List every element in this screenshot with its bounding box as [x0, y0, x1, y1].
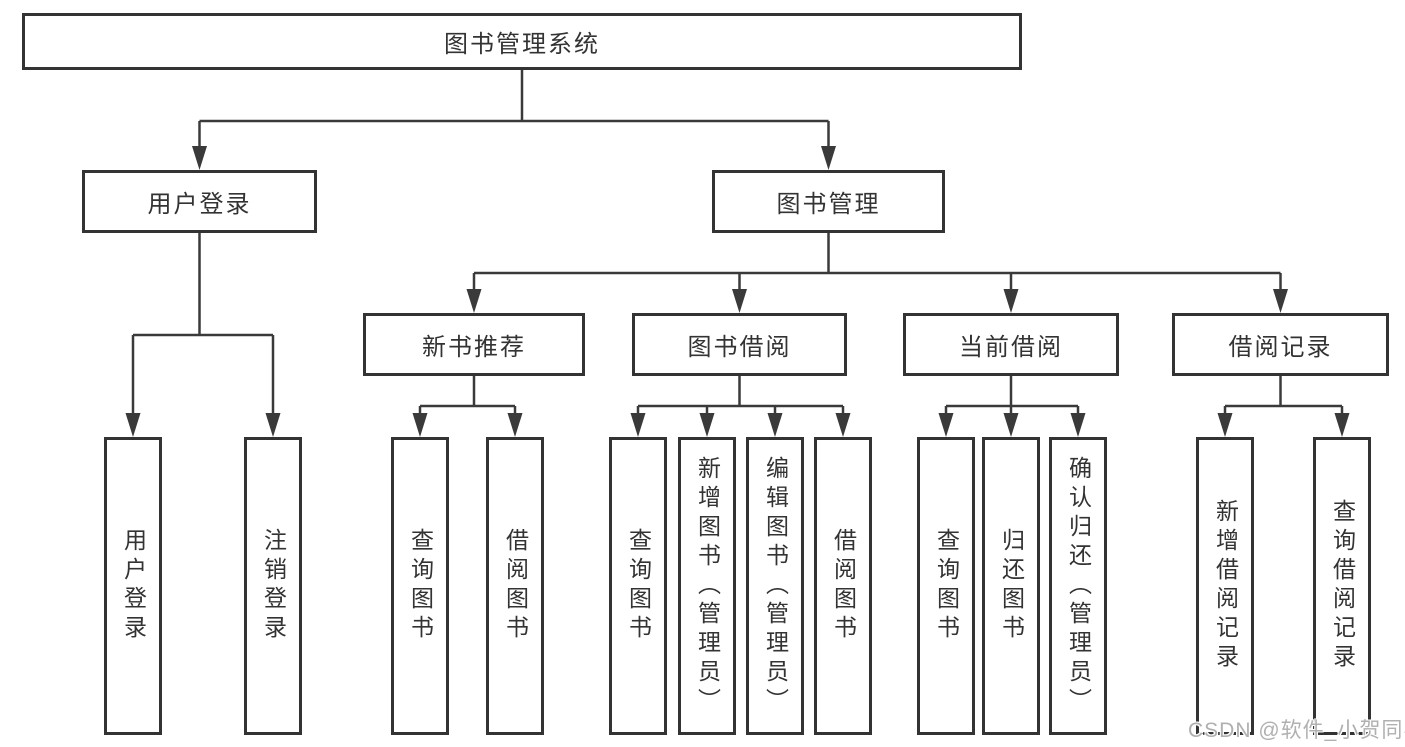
node-user-login: 用户登录: [82, 170, 317, 233]
leaf-cb-return-books: 归还图书: [982, 437, 1040, 735]
leaf-cb-confirm-return-admin: 确认归还（管理员）: [1049, 437, 1107, 735]
leaf-label: 查询图书: [407, 528, 434, 644]
leaf-nbr-query-books: 查询图书: [391, 437, 449, 735]
node-label: 用户登录: [147, 191, 252, 218]
leaf-bb-borrow-books: 借阅图书: [814, 437, 872, 735]
leaf-label: 确认归还（管理员）: [1065, 455, 1092, 717]
leaf-label: 借阅图书: [830, 528, 857, 644]
leaf-logout: 注销登录: [244, 437, 302, 735]
leaf-label: 新增借阅记录: [1212, 499, 1239, 673]
leaf-rec-query-borrow-record: 查询借阅记录: [1313, 437, 1371, 735]
node-current-borrowing: 当前借阅: [903, 313, 1119, 376]
leaf-bb-edit-books-admin: 编辑图书（管理员）: [746, 437, 804, 735]
node-label: 图书借阅: [687, 334, 792, 361]
node-label: 借阅记录: [1228, 334, 1333, 361]
node-new-book-recommendation: 新书推荐: [363, 313, 585, 376]
leaf-label: 借阅图书: [502, 528, 529, 644]
node-book-management: 图书管理: [712, 170, 945, 233]
leaf-label: 归还图书: [998, 528, 1025, 644]
node-borrowing-records: 借阅记录: [1172, 313, 1389, 376]
node-book-borrowing: 图书借阅: [632, 313, 847, 376]
leaf-user-login: 用户登录: [104, 437, 162, 735]
leaf-label: 新增图书（管理员）: [694, 455, 721, 717]
leaf-label: 查询图书: [933, 528, 960, 644]
node-label: 图书管理系统: [444, 31, 600, 58]
leaf-label: 编辑图书（管理员）: [762, 455, 789, 717]
leaf-label: 用户登录: [120, 528, 147, 644]
leaf-label: 注销登录: [260, 528, 287, 644]
leaf-label: 查询借阅记录: [1329, 499, 1356, 673]
node-label: 当前借阅: [959, 334, 1063, 361]
leaf-rec-add-borrow-record: 新增借阅记录: [1196, 437, 1254, 735]
csdn-watermark: CSDN @软件_小贺同学: [1188, 719, 1405, 742]
node-label: 新书推荐: [422, 334, 526, 361]
leaf-bb-add-books-admin: 新增图书（管理员）: [678, 437, 736, 735]
leaf-bb-query-books: 查询图书: [609, 437, 667, 735]
leaf-cb-query-books: 查询图书: [917, 437, 975, 735]
leaf-label: 查询图书: [625, 528, 652, 644]
node-library-management-system: 图书管理系统: [22, 13, 1022, 70]
node-label: 图书管理: [776, 191, 881, 218]
leaf-nbr-borrow-books: 借阅图书: [486, 437, 544, 735]
